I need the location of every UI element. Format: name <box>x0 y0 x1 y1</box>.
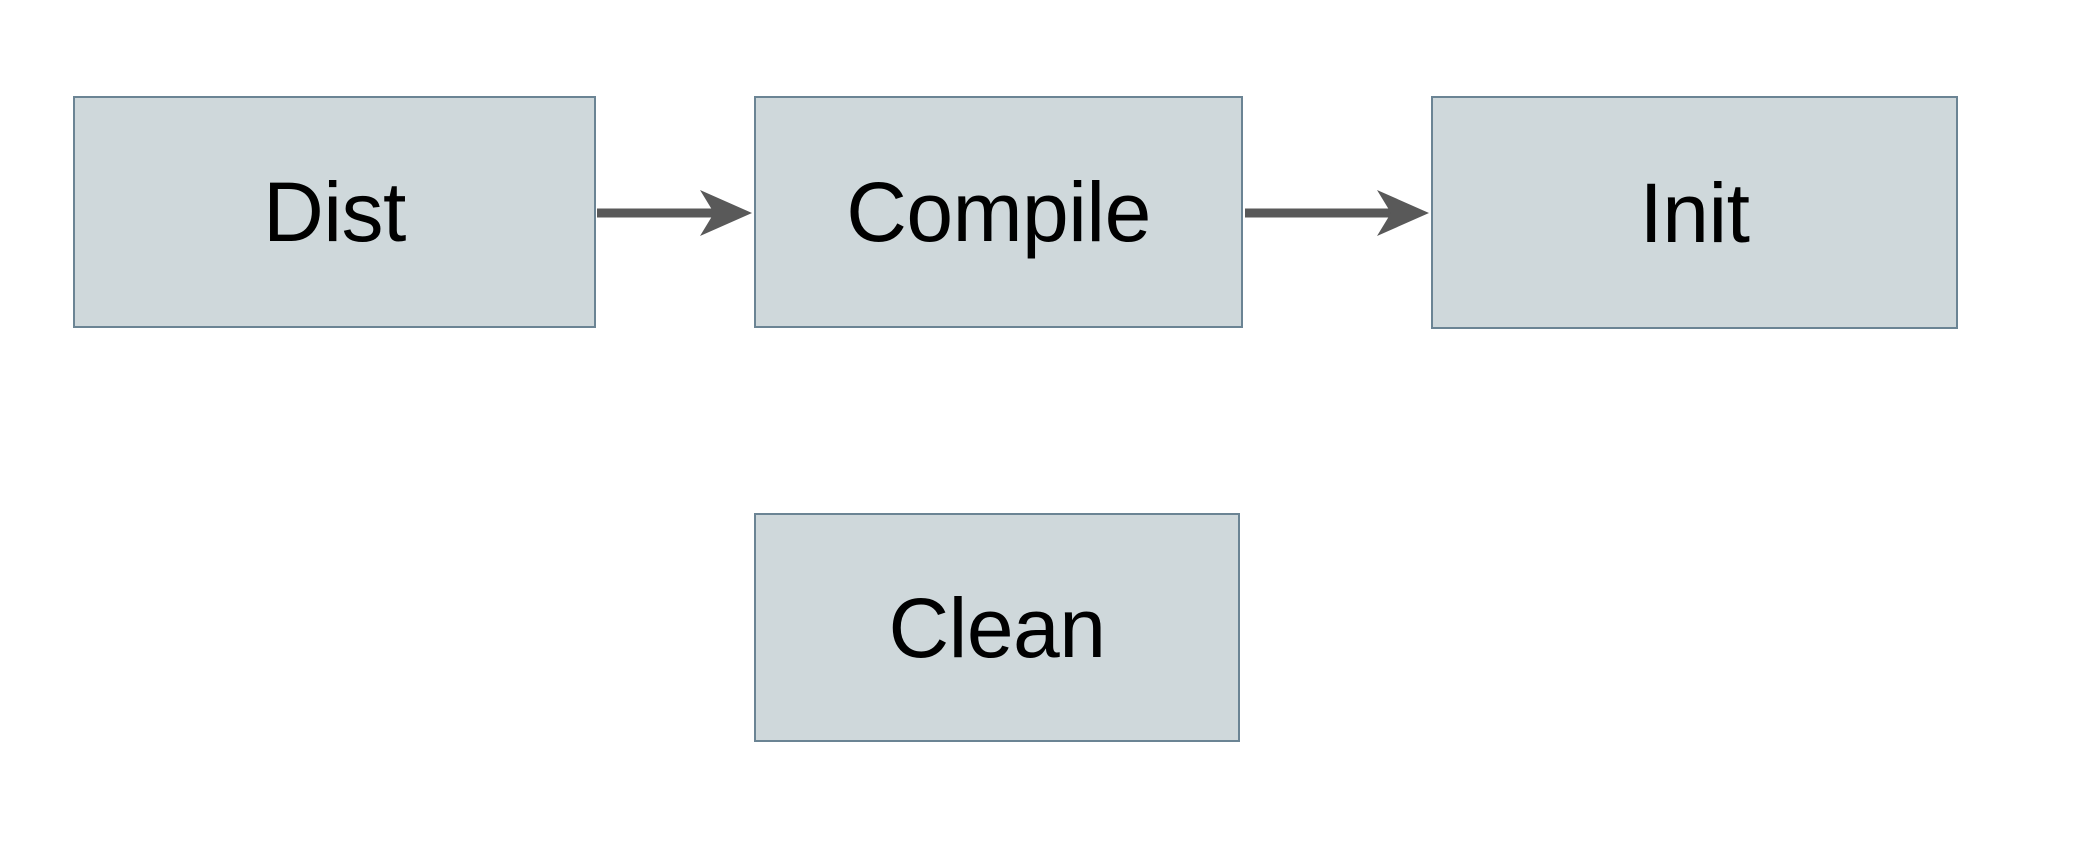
arrowhead-compile-to-init <box>1377 190 1429 236</box>
node-init[interactable]: Init <box>1431 96 1958 329</box>
node-label-init: Init <box>1639 165 1750 260</box>
node-dist[interactable]: Dist <box>73 96 596 328</box>
node-label-clean: Clean <box>888 580 1106 675</box>
edge-compile-to-init <box>1245 190 1429 236</box>
edge-dist-to-compile <box>597 190 752 236</box>
node-clean[interactable]: Clean <box>754 513 1240 742</box>
node-compile[interactable]: Compile <box>754 96 1243 328</box>
node-label-compile: Compile <box>846 165 1151 259</box>
arrowhead-dist-to-compile <box>700 190 752 236</box>
node-label-dist: Dist <box>263 165 406 259</box>
